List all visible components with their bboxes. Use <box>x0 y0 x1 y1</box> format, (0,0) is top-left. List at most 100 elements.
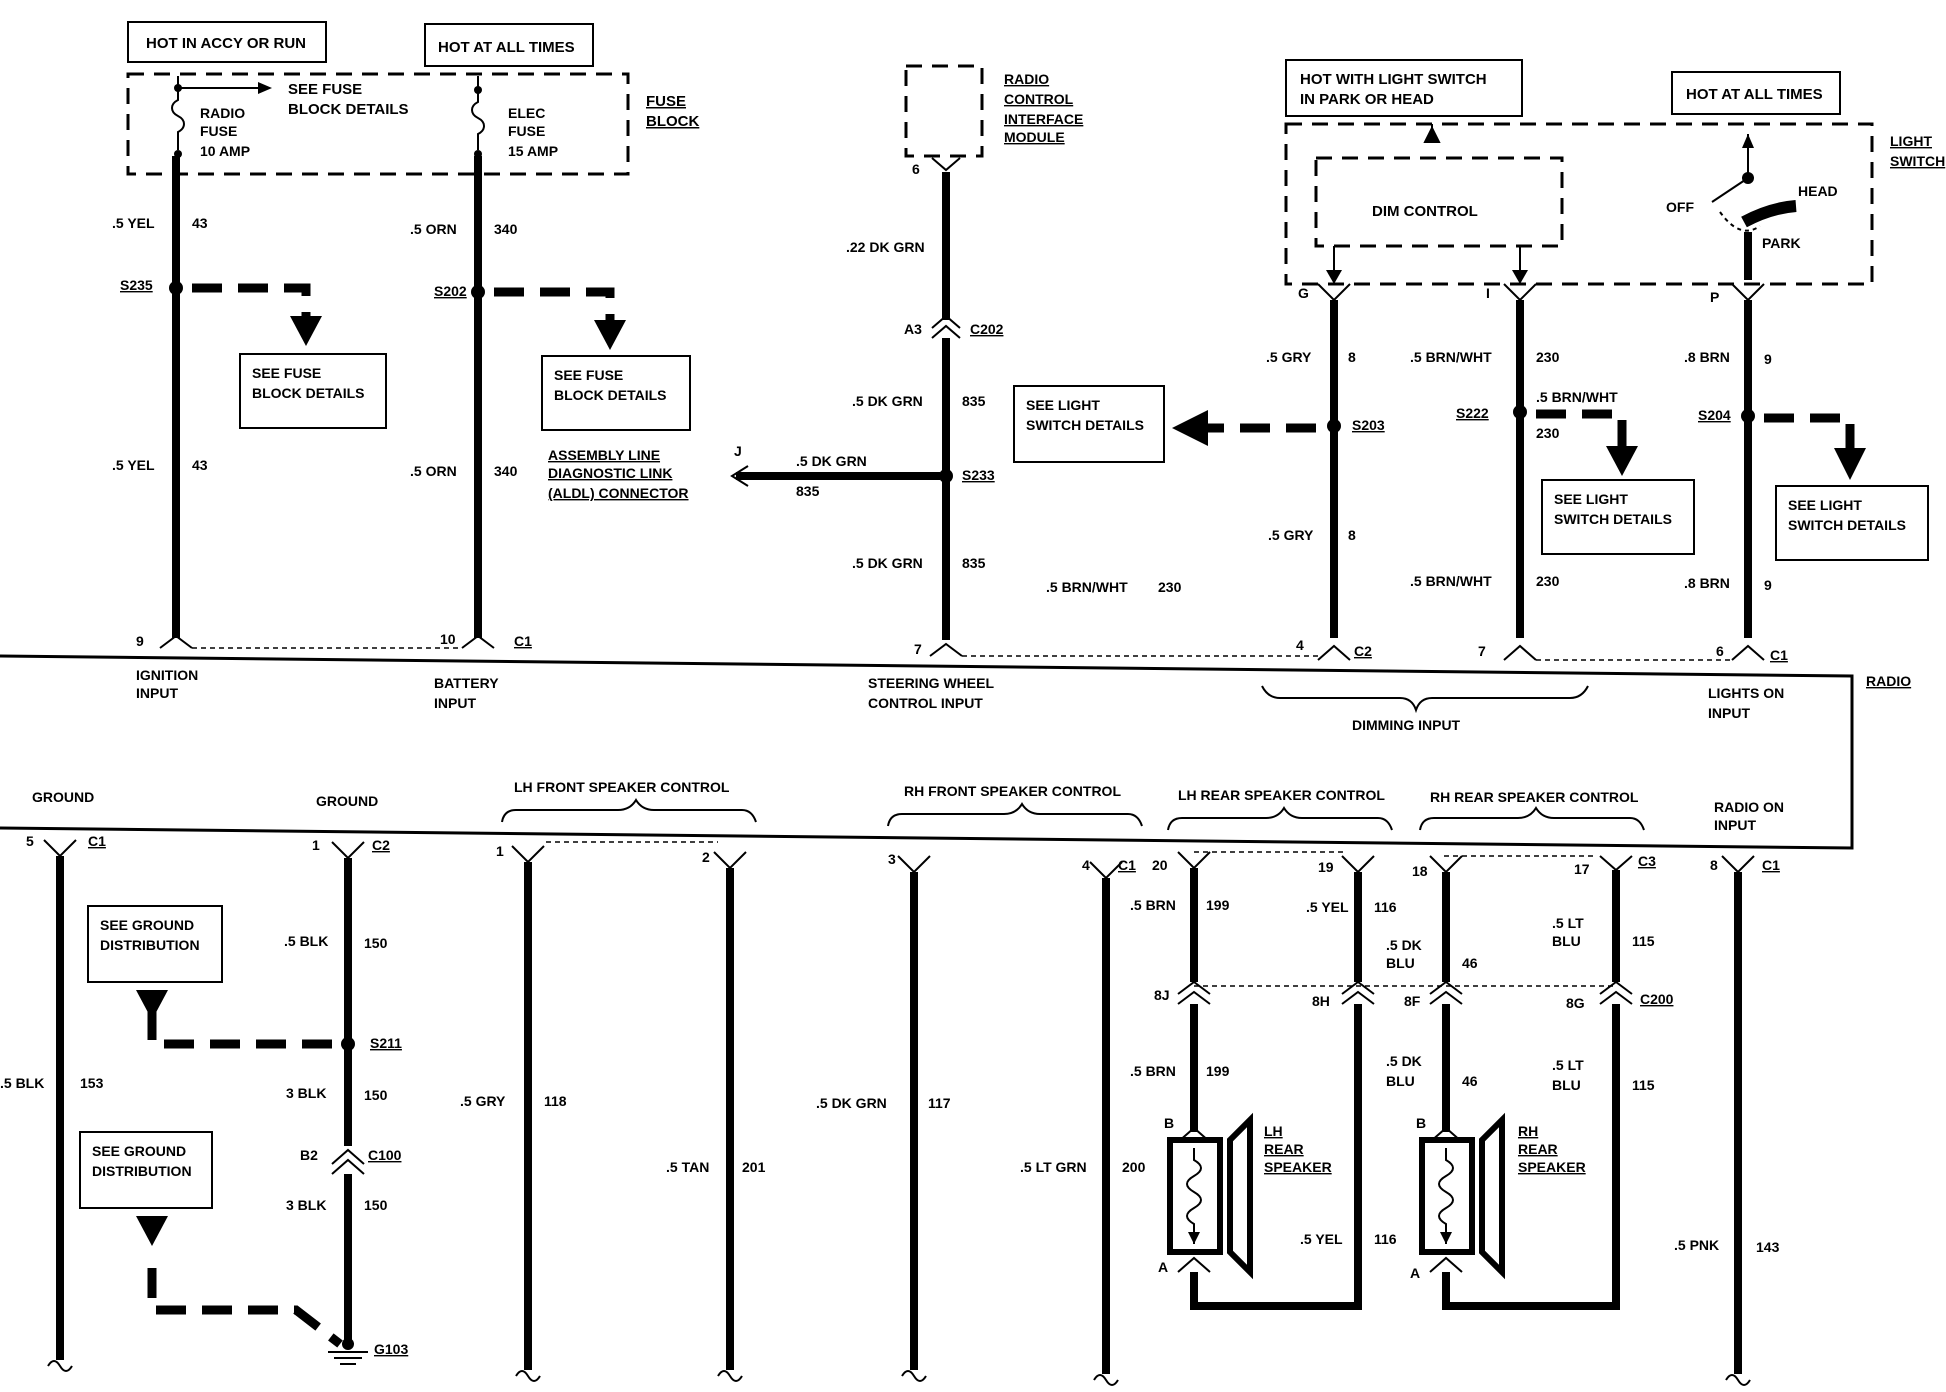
wire-201: .5 TAN 201 <box>666 851 766 1382</box>
battery-input-1: BATTERY <box>434 675 499 691</box>
radio-on-1: RADIO ON <box>1714 799 1784 815</box>
lh-rear-speaker-circuit: .5 BRN 199 8J .5 BRN 199 B LH REAR SPEAK… <box>1130 851 1397 1310</box>
w143-color: .5 PNK <box>1674 1237 1719 1253</box>
pin-top-10: 10 <box>440 631 456 647</box>
lh-rear-brace <box>1167 806 1393 831</box>
w9b-color: .8 BRN <box>1684 575 1730 591</box>
w46a-num: 46 <box>1462 955 1478 971</box>
lh-front-brace <box>501 798 757 823</box>
connector-c100: C100 <box>368 1147 402 1163</box>
ground-label-1: GROUND <box>32 789 94 805</box>
rh-rear-control: RH REAR SPEAKER CONTROL <box>1430 789 1639 805</box>
w9a-color: .8 BRN <box>1684 349 1730 365</box>
lh-speaker-l3: SPEAKER <box>1264 1159 1332 1175</box>
ignition-input-2: INPUT <box>136 685 178 701</box>
ls-pin-p: P <box>1710 289 1719 305</box>
radio-fuse-icon <box>171 76 185 150</box>
splice-s203-dot <box>1327 419 1341 433</box>
w835a-color: .5 DK GRN <box>852 393 923 409</box>
hot-light-switch-box: HOT WITH LIGHT SWITCH IN PARK OR HEAD <box>1285 59 1523 117</box>
lh-speaker-icon <box>1227 1112 1253 1280</box>
fuse-block-arrowhead <box>258 82 272 94</box>
top-connector-pins: 9 10 C1 7 4 C2 7 6 C1 <box>136 631 1788 663</box>
w150a-num: 150 <box>364 935 388 951</box>
top-c2: C2 <box>1354 643 1372 659</box>
w8a-color: .5 GRY <box>1266 349 1312 365</box>
pin-b-4: 4 <box>1082 857 1090 873</box>
hot-in-accy-run-box: HOT IN ACCY OR RUN <box>127 21 327 63</box>
rh-speaker-l2: REAR <box>1518 1141 1558 1157</box>
w22dkgrn: .22 DK GRN <box>846 239 925 255</box>
w115b-l2: BLU <box>1552 1077 1581 1093</box>
w116b-num: 116 <box>1374 1231 1397 1247</box>
rcim-l4: MODULE <box>1004 129 1065 145</box>
wire-340: .5 ORN 340 S202 .5 ORN 340 <box>410 156 626 638</box>
rh-front-control: RH FRONT SPEAKER CONTROL <box>904 783 1121 799</box>
w199b-num: 199 <box>1206 1063 1230 1079</box>
battery-input-2: INPUT <box>434 695 476 711</box>
w9a-num: 9 <box>1764 351 1772 367</box>
splice-s222-dot <box>1513 405 1527 419</box>
see-light-switch-details-box-2: SEE LIGHT SWITCH DETAILS <box>1541 479 1695 555</box>
splice-s203: S203 <box>1352 417 1385 433</box>
rh-front-brace <box>887 802 1143 827</box>
aldl-num: 835 <box>796 483 820 499</box>
pin-top-7a: 7 <box>914 641 922 657</box>
hot-at-all-times-text-1: HOT AT ALL TIMES <box>438 39 575 56</box>
w8b-num: 8 <box>1348 527 1356 543</box>
w46b-num: 46 <box>1462 1073 1478 1089</box>
w150b-color: 3 BLK <box>286 1085 326 1101</box>
top-c1-b: C1 <box>1770 647 1788 663</box>
w115a-l1: .5 LT <box>1552 915 1584 931</box>
radio-on-2: INPUT <box>1714 817 1756 833</box>
elec-fuse-label-1: ELEC <box>508 105 545 121</box>
w835b-num: 835 <box>962 555 986 571</box>
aldl-l3: (ALDL) CONNECTOR <box>548 485 689 501</box>
hot-at-all-times-text-2: HOT AT ALL TIMES <box>1686 86 1823 103</box>
connector-c202: C202 <box>970 321 1004 337</box>
w199b-color: .5 BRN <box>1130 1063 1176 1079</box>
radio-label: RADIO <box>1866 673 1911 689</box>
dim-control-arrow-g <box>1326 270 1342 284</box>
hot-at-all-times-box-1: HOT AT ALL TIMES <box>424 23 594 67</box>
hot-light-switch-text-1: HOT WITH LIGHT SWITCH <box>1300 71 1487 88</box>
lh-speaker-coil <box>1186 1148 1202 1244</box>
dimming-brace <box>1261 685 1589 714</box>
lh-rear-control: LH REAR SPEAKER CONTROL <box>1178 787 1385 803</box>
pin-top-6: 6 <box>1716 643 1724 659</box>
a3-pin: A3 <box>904 321 922 337</box>
aldl-color: .5 DK GRN <box>796 453 867 469</box>
splice-s204: S204 <box>1698 407 1731 423</box>
w115a-num: 115 <box>1632 933 1655 949</box>
w117-num: 117 <box>928 1095 951 1111</box>
w118-num: 118 <box>544 1093 567 1109</box>
pin-b-1a: 1 <box>312 837 320 853</box>
w43-color: .5 YEL <box>112 215 155 231</box>
elec-fuse-label-3: 15 AMP <box>508 143 558 159</box>
pin-b-20: 20 <box>1152 857 1168 873</box>
pin-lh-b: B <box>1164 1115 1174 1131</box>
w115a-l2: BLU <box>1552 933 1581 949</box>
ground-icon <box>328 1351 368 1365</box>
w116a-color: .5 YEL <box>1306 899 1349 915</box>
connector-c200: C200 <box>1640 991 1674 1007</box>
ground-label-2: GROUND <box>316 793 378 809</box>
see-fuse-1b: BLOCK DETAILS <box>252 385 365 401</box>
pin-b-1b: 1 <box>496 843 504 859</box>
see-fuse-block-details-box-1: SEE FUSE BLOCK DETAILS <box>239 353 387 429</box>
aldl-l1: ASSEMBLY LINE <box>548 447 660 463</box>
ls-park: PARK <box>1762 235 1801 251</box>
w201-color: .5 TAN <box>666 1159 709 1175</box>
rcim-pin: 6 <box>912 161 920 177</box>
wire-118: .5 GRY 118 <box>460 845 567 1382</box>
see-light-switch-details-box-1: SEE LIGHT SWITCH DETAILS <box>1013 385 1165 463</box>
steering-input-2: CONTROL INPUT <box>868 695 983 711</box>
ground-g103: G103 <box>374 1341 408 1357</box>
w46b-l1: .5 DK <box>1386 1053 1422 1069</box>
w150c-color: 3 BLK <box>286 1197 326 1213</box>
pin-b-8: 8 <box>1710 857 1718 873</box>
elec-fuse-label-2: FUSE <box>508 123 545 139</box>
rcim-l2: CONTROL <box>1004 91 1074 107</box>
fuse-block-see-1: SEE FUSE <box>288 81 362 98</box>
pin-rh-a: A <box>1410 1265 1420 1281</box>
